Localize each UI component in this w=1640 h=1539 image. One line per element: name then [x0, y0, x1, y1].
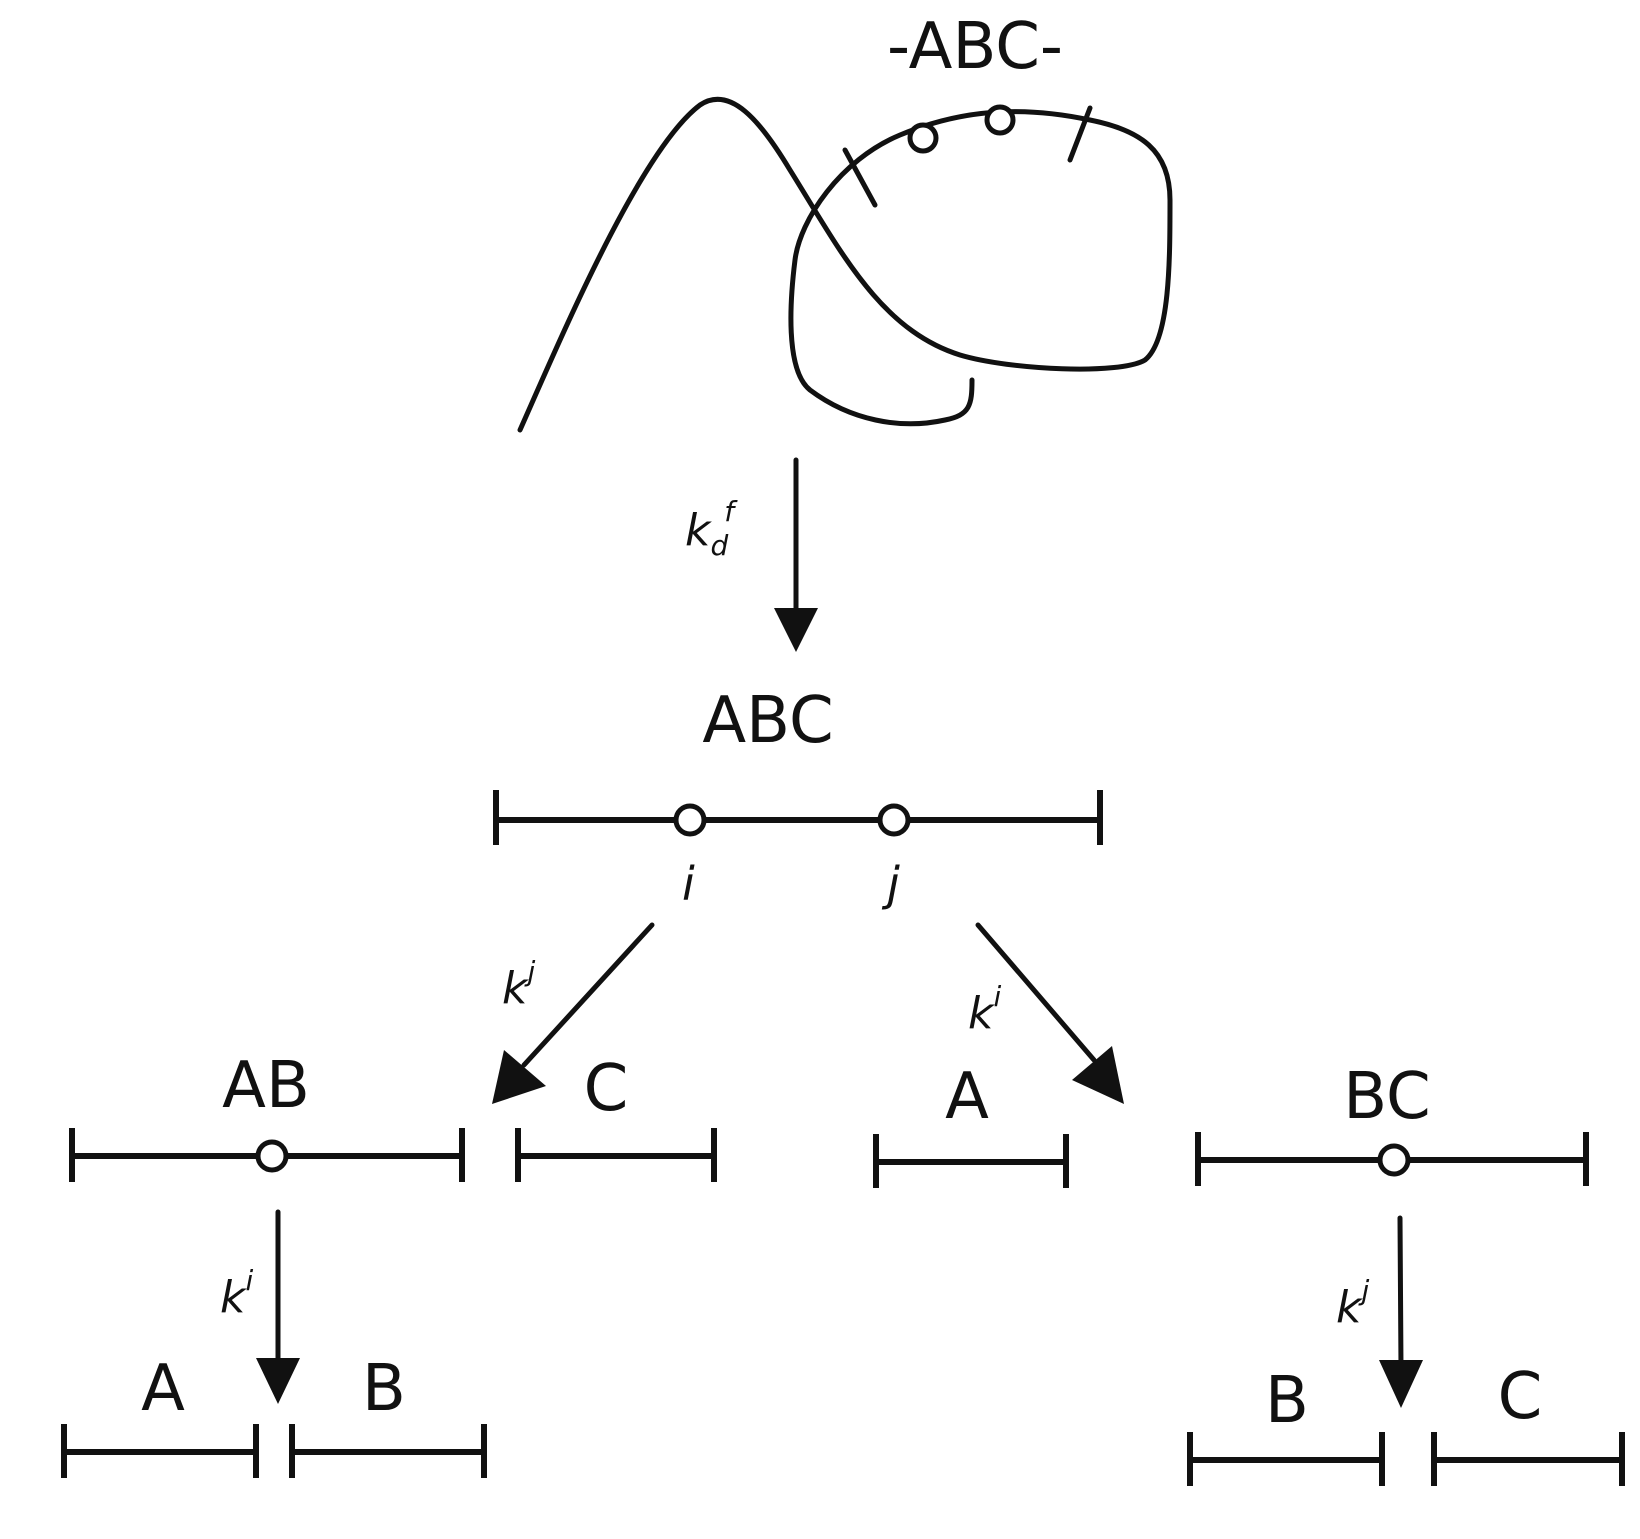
release-rate-label: kdf: [685, 495, 738, 562]
fragment-abc-label: ABC: [702, 684, 833, 758]
cut-i-second-arrowhead: [256, 1358, 300, 1404]
fragment-b-bottom-left-label: B: [362, 1352, 406, 1426]
fragment-b-bottom-right-label: B: [1265, 1364, 1309, 1438]
fragment-ab-label: AB: [222, 1049, 310, 1123]
site-j-dot: [877, 803, 911, 837]
cut-j-second-arrow-shaft: [1397, 1215, 1404, 1371]
release-arrowhead: [774, 608, 818, 652]
fragment-abc: ABC i j: [493, 684, 1103, 911]
fragment-bc-site-dot: [1377, 1143, 1411, 1177]
fragment-b-bottom-left: B: [289, 1352, 487, 1478]
folded-strand: -ABC-: [517, 10, 1173, 433]
fragment-a-bottom-label: A: [141, 1352, 185, 1426]
strand-curve: [517, 96, 1173, 433]
fragment-c-bottom: C: [1431, 1360, 1625, 1486]
fragment-a-bottom: A: [61, 1352, 259, 1478]
cut-i-second-arrow: ki: [220, 1209, 300, 1404]
cut-j-first-arrowhead: [492, 1050, 546, 1104]
cut-i-first-arrow-shaft: [975, 922, 1097, 1063]
cut-j-second-arrowhead: [1379, 1360, 1423, 1408]
fragment-a-middle-label: A: [945, 1060, 989, 1134]
strand-site-j-dot: [984, 104, 1016, 136]
cut-i-second-rate-label: ki: [220, 1264, 253, 1323]
cut-i-first-arrowhead: [1072, 1046, 1124, 1104]
cut-j-first-rate-label: kj: [502, 955, 535, 1014]
fragment-ab: AB: [69, 1049, 465, 1182]
strand-label: -ABC-: [887, 10, 1063, 84]
site-j-label: j: [881, 857, 900, 911]
fragment-ab-site-dot: [255, 1139, 289, 1173]
site-i-label: i: [682, 857, 695, 911]
strand-site-i-dot: [907, 122, 939, 154]
site-i-dot: [673, 803, 707, 837]
fragment-c-label: C: [584, 1052, 629, 1126]
fragment-bc-label: BC: [1343, 1060, 1430, 1134]
fragment-c-bottom-label: C: [1498, 1360, 1543, 1434]
strand-cut-mark-left: [842, 147, 878, 208]
cut-i-first-rate-label: ki: [968, 980, 1001, 1039]
cut-j-first-arrow-shaft: [521, 922, 655, 1068]
fragment-a-middle: A: [873, 1060, 1069, 1188]
cut-i-first-arrow: ki: [968, 922, 1124, 1104]
fragment-bc: BC: [1195, 1060, 1589, 1186]
cut-j-second-arrow: kj: [1336, 1215, 1423, 1408]
fragment-c: C: [515, 1052, 717, 1182]
release-arrow: kdf: [685, 457, 818, 652]
strand-cut-mark-right: [1067, 105, 1093, 163]
cut-j-second-rate-label: kj: [1336, 1274, 1369, 1333]
fragment-b-bottom-right: B: [1187, 1364, 1385, 1486]
cut-j-first-arrow: kj: [492, 922, 655, 1104]
